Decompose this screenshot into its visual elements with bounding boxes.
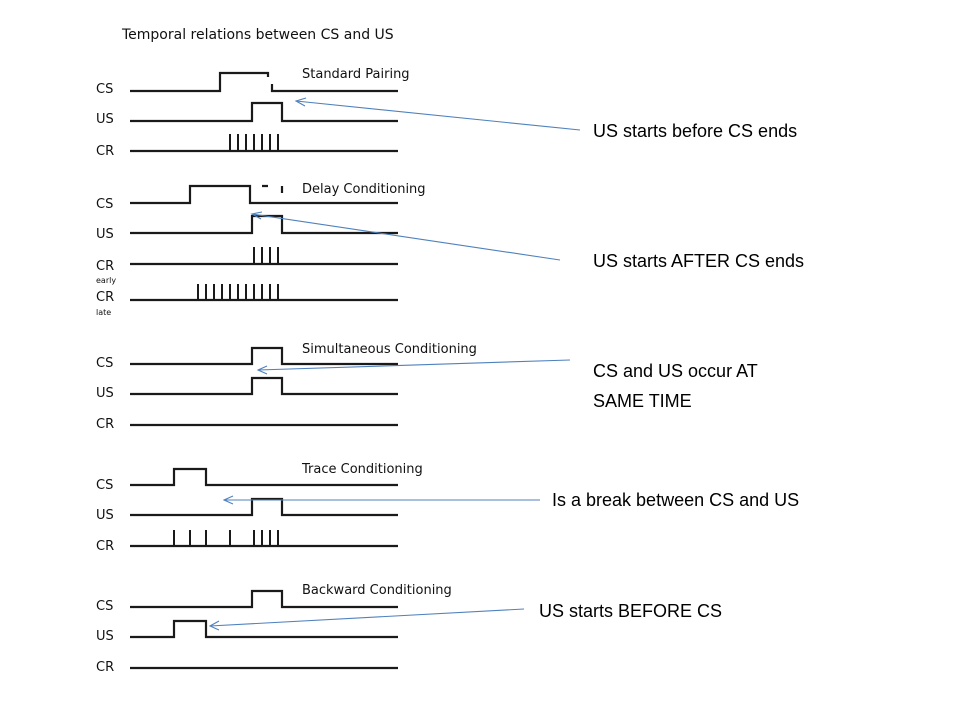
row-label-us: US [96, 227, 114, 242]
us-trace [130, 376, 398, 396]
section-backward-conditioning: Backward Conditioning CS US CR [96, 583, 452, 675]
annotation-line: US starts AFTER CS ends [593, 251, 805, 271]
row-label-cs: CS [96, 197, 113, 212]
annotation-2: US starts AFTER CS ends [593, 246, 804, 276]
arrow-2 [250, 211, 561, 261]
cr-late-response-ticks [197, 284, 279, 300]
annotation-4: Is a break between CS and US [552, 485, 799, 515]
arrow-4 [222, 495, 540, 505]
arrow-5 [208, 608, 525, 631]
row-sublabel-late: late [96, 308, 111, 317]
cs-trace [130, 589, 398, 609]
annotation-line: US starts BEFORE CS [539, 601, 723, 621]
cr-response-ticks [173, 530, 279, 546]
annotation-line: SAME TIME [593, 391, 692, 411]
cs-trace [130, 71, 398, 93]
us-trace [130, 101, 398, 123]
cs-trace [130, 346, 398, 366]
arrow-3 [256, 359, 571, 375]
annotation-5: US starts BEFORE CS [539, 596, 722, 626]
cr-early-response-ticks [253, 247, 279, 264]
row-label-cr: CR [96, 660, 114, 675]
row-label-cs: CS [96, 356, 113, 371]
annotation-3: CS and US occur AT SAME TIME [593, 356, 758, 416]
row-label-cs: CS [96, 82, 113, 97]
row-sublabel-early: early [96, 276, 116, 285]
section-title: Trace Conditioning [301, 462, 423, 477]
row-label-us: US [96, 508, 114, 523]
row-label-us: US [96, 629, 114, 644]
figure-title: Temporal relations between CS and US [121, 27, 394, 43]
cs-trace [130, 184, 398, 205]
annotation-line: CS and US occur AT [593, 361, 758, 381]
row-label-cr-early: CR [96, 259, 114, 274]
row-label-us: US [96, 386, 114, 401]
section-trace-conditioning: Trace Conditioning CS US CR [96, 462, 423, 554]
section-simultaneous-conditioning: Simultaneous Conditioning CS US CR [96, 342, 477, 432]
row-label-cr: CR [96, 144, 114, 159]
section-title: Standard Pairing [302, 67, 410, 82]
row-label-cr: CR [96, 539, 114, 554]
section-standard-pairing: Standard Pairing CS US CR [96, 67, 410, 159]
arrow-1 [294, 97, 581, 131]
row-label-us: US [96, 112, 114, 127]
section-delay-conditioning: Delay Conditioning CS US CR early CR lat… [96, 182, 426, 317]
section-title: Backward Conditioning [302, 583, 452, 598]
annotation-line: Is a break between CS and US [552, 490, 800, 510]
annotation-line: US starts before CS ends [593, 121, 798, 141]
row-label-cs: CS [96, 478, 113, 493]
annotation-1: US starts before CS ends [593, 116, 797, 146]
section-title: Simultaneous Conditioning [302, 342, 477, 357]
row-label-cr: CR [96, 417, 114, 432]
section-title: Delay Conditioning [302, 182, 426, 197]
annotation-arrows [208, 97, 581, 631]
us-trace [130, 619, 398, 639]
cr-response-ticks [229, 134, 279, 151]
us-trace [130, 497, 398, 517]
cs-trace [130, 467, 398, 487]
row-label-cs: CS [96, 599, 113, 614]
us-trace [130, 214, 398, 235]
row-label-cr-late: CR [96, 290, 114, 305]
